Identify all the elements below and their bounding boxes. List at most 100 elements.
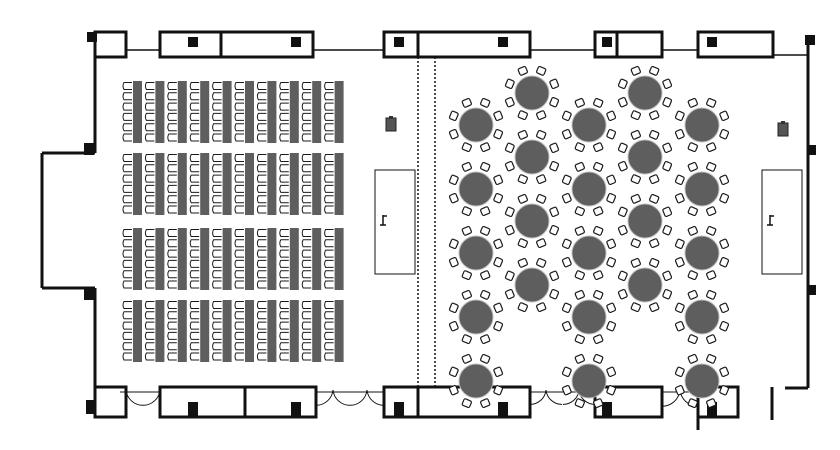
chair [324,195,334,204]
chair [167,164,177,173]
column-block [707,37,717,47]
chair [234,229,244,237]
chair [687,97,698,108]
podium-microphone-icon [380,215,387,226]
chair [649,65,660,76]
chair [574,225,585,236]
chair [301,205,312,214]
chair [167,301,177,309]
chair [212,249,222,258]
chair [189,205,200,214]
chair [167,249,177,258]
chair [574,161,585,172]
chair [504,289,515,300]
chair [189,321,200,330]
chair [122,123,132,132]
chair [167,195,177,204]
chair [144,229,155,237]
chair [234,195,244,204]
chair [256,239,267,248]
chair [301,321,312,330]
chair [167,92,177,101]
chair [549,97,560,108]
classroom-table [177,81,187,143]
chair [144,82,155,90]
chair [234,321,244,330]
chair [549,225,560,236]
chair [301,82,312,90]
chair [301,154,312,162]
chair [493,238,504,249]
classroom-table [177,300,187,362]
round-table [684,107,720,143]
chair [706,334,717,345]
chair [144,92,155,101]
chair [719,257,730,268]
round-table [571,363,607,399]
chair [536,174,547,185]
chair [687,398,698,409]
chair [674,321,685,332]
chair [234,259,244,268]
chair [574,206,585,217]
chair [606,193,617,204]
classroom-table [155,228,165,290]
chair [630,65,641,76]
chair [593,225,604,236]
chair [256,331,267,340]
chair [448,321,459,332]
chair [517,65,528,76]
chair [167,342,177,351]
chair [279,331,289,340]
round-table [571,235,607,271]
chair [301,259,312,268]
chair [480,161,491,172]
chair [279,352,289,361]
chair [301,311,312,320]
chair [480,206,491,217]
chair [122,249,132,258]
chair [493,366,504,377]
chair [493,110,504,121]
chair [234,184,244,193]
chair [122,205,132,214]
chair [256,321,267,330]
chair [234,239,244,248]
chair [606,385,617,396]
column-block [87,32,97,42]
chair [189,259,200,268]
chair [144,270,155,279]
column-block [498,37,508,47]
classroom-table [334,81,344,143]
chair [189,249,200,258]
chair [674,110,685,121]
chair [189,229,200,237]
chair [301,184,312,193]
chair [256,342,267,351]
classroom-table [334,300,344,362]
chair [674,385,685,396]
chair [144,102,155,111]
chair [324,164,334,173]
chair [212,229,222,237]
chair [256,164,267,173]
chair [504,225,515,236]
chair [256,195,267,204]
chair [122,239,132,248]
top-room [158,30,315,59]
classroom-table [222,81,232,143]
chair [593,270,604,281]
chair [256,301,267,309]
chair [662,225,673,236]
chair [719,385,730,396]
chair [167,184,177,193]
chair [480,398,491,409]
chair [324,259,334,268]
chair [504,270,515,281]
chair [212,82,222,90]
chair [480,289,491,300]
chair [189,311,200,320]
chair [144,133,155,142]
chair [324,311,334,320]
chair [617,161,628,172]
